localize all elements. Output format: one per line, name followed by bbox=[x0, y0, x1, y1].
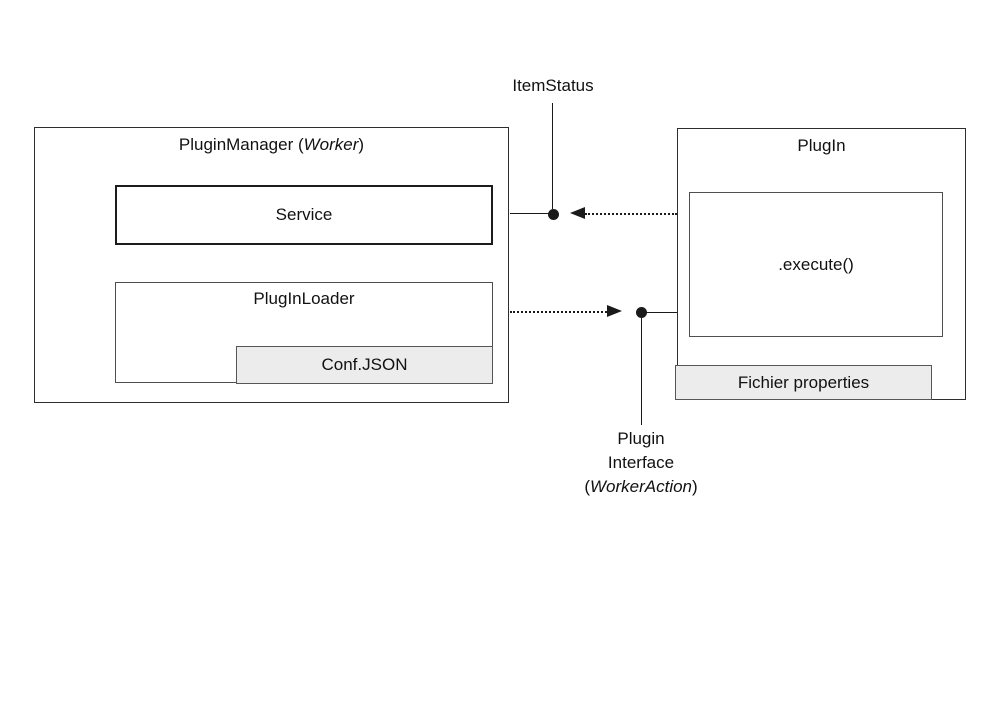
itemstatus-callout-line bbox=[552, 103, 553, 209]
execute-box: .execute() bbox=[689, 192, 943, 337]
pluginmanager-title-italic: Worker bbox=[303, 135, 359, 154]
pluginloader-label: PlugInLoader bbox=[253, 289, 355, 308]
execute-label: .execute() bbox=[778, 254, 854, 274]
top-connector-solid-line bbox=[510, 213, 553, 214]
plugin-interface-label-line2: Interface bbox=[607, 453, 675, 472]
plugin-interface-label-italic: WorkerAction bbox=[589, 477, 693, 496]
plugin-interface-label-line3: (WorkerAction) bbox=[556, 475, 726, 499]
service-label: Service bbox=[275, 205, 333, 224]
plugin-interface-label-paren-close: ) bbox=[692, 477, 698, 496]
pluginmanager-box: PluginManager (Worker) Service PlugInLoa… bbox=[34, 127, 509, 403]
confjson-box: Conf.JSON bbox=[236, 346, 493, 384]
arrowhead-right-icon bbox=[607, 305, 622, 317]
arrowhead-left-icon bbox=[570, 207, 585, 219]
pluginloader-box: PlugInLoader Conf.JSON bbox=[115, 282, 493, 384]
fichier-properties-box: Fichier properties bbox=[675, 365, 932, 400]
confjson-label: Conf.JSON bbox=[321, 355, 408, 374]
service-box: Service bbox=[115, 185, 493, 245]
plugin-interface-label: Plugin Interface (WorkerAction) bbox=[556, 427, 726, 499]
plugin-interface-label-line1: Plugin bbox=[617, 429, 665, 448]
plugin-box: PlugIn .execute() Fichier properties bbox=[675, 128, 966, 400]
plugin-interface-callout-line bbox=[641, 318, 642, 425]
pluginmanager-title-text: PluginManager ( bbox=[178, 135, 304, 154]
pluginmanager-title: PluginManager (Worker) bbox=[35, 135, 508, 155]
top-connector-junction-dot bbox=[548, 209, 559, 220]
top-connector-dotted-line bbox=[585, 213, 677, 215]
bottom-connector-dotted-line bbox=[510, 311, 607, 313]
bottom-connector-junction-dot bbox=[636, 307, 647, 318]
pluginmanager-title-close: ) bbox=[358, 135, 365, 154]
itemstatus-label: ItemStatus bbox=[512, 76, 594, 95]
plugin-title: PlugIn bbox=[797, 136, 846, 155]
fichier-properties-label: Fichier properties bbox=[737, 372, 870, 392]
bottom-connector-solid-line bbox=[647, 312, 677, 313]
plugin-interface-label-paren-open: ( bbox=[584, 477, 590, 496]
